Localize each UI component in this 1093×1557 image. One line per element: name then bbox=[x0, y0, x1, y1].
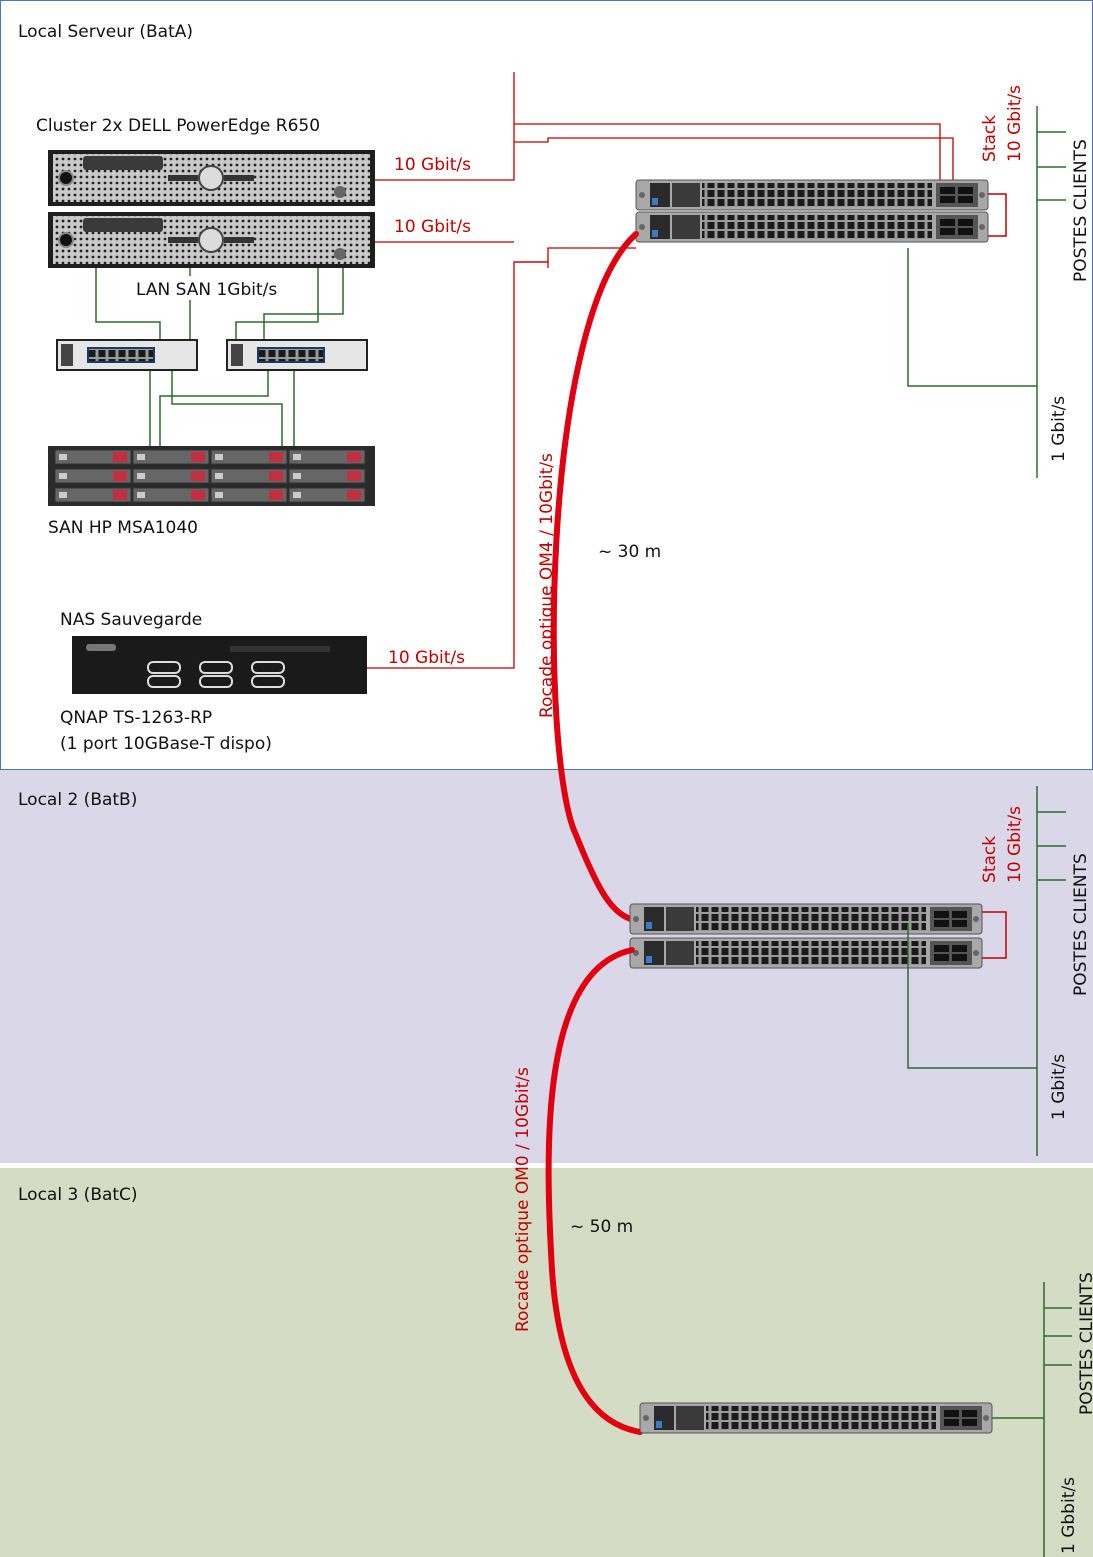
zone-label-bat-c: Local 3 (BatC) bbox=[18, 1185, 138, 1205]
stack-a-line1: Stack bbox=[980, 115, 1000, 162]
clients-c-speed: 1 Gbbit/s bbox=[1059, 1477, 1079, 1554]
nas-uplink bbox=[367, 261, 549, 669]
nas-title: NAS Sauvegarde bbox=[60, 610, 202, 630]
cluster-label: Cluster 2x DELL PowerEdge R650 bbox=[36, 116, 320, 136]
stack-a-line2: 10 Gbit/s bbox=[1005, 85, 1025, 162]
dist-ab-label: ~ 30 m bbox=[598, 542, 661, 562]
lan-san-label: LAN SAN 1Gbit/s bbox=[136, 280, 277, 300]
clients-b-links bbox=[907, 786, 1066, 1156]
san-enclosure bbox=[48, 446, 375, 506]
fiber-b-c bbox=[545, 947, 643, 1435]
clients-a-speed: 1 Gbit/s bbox=[1049, 396, 1069, 462]
stack-b-line2: 10 Gbit/s bbox=[1005, 806, 1025, 883]
nas-model: QNAP TS-1263-RP bbox=[60, 708, 212, 728]
stack-b-line1: Stack bbox=[980, 836, 1000, 883]
nas-to-switch bbox=[514, 247, 636, 263]
stack-link-b bbox=[982, 911, 1007, 959]
server-2 bbox=[47, 211, 376, 269]
nas-device bbox=[72, 636, 367, 694]
dist-bc-label: ~ 50 m bbox=[570, 1217, 633, 1237]
server-uplinks bbox=[375, 72, 954, 243]
lan-san-label-bg bbox=[130, 276, 300, 300]
nas-speed: 10 Gbit/s bbox=[388, 648, 465, 668]
switch-b-2 bbox=[629, 937, 983, 969]
san-label: SAN HP MSA1040 bbox=[48, 518, 198, 538]
fiber-ab-label: Rocade optique OM4 / 10Gbit/s bbox=[537, 453, 557, 718]
san-controller-1 bbox=[56, 339, 198, 371]
nas-note: (1 port 10GBase-T dispo) bbox=[60, 734, 272, 754]
stack-link-a bbox=[988, 193, 1007, 237]
switch-a-2 bbox=[635, 211, 989, 243]
clients-c-label: POSTES CLIENTS bbox=[1077, 1272, 1093, 1415]
server2-speed: 10 Gbit/s bbox=[394, 217, 471, 237]
lan-san-links bbox=[95, 268, 344, 448]
switch-c-1 bbox=[639, 1402, 993, 1434]
switch-a-1 bbox=[635, 179, 989, 211]
server-1 bbox=[47, 149, 376, 207]
fiber-a-b bbox=[550, 231, 639, 923]
clients-a-links bbox=[907, 106, 1066, 478]
fiber-bc-label: Rocade optique OM0 / 10Gbit/s bbox=[513, 1067, 533, 1332]
clients-b-speed: 1 Gbit/s bbox=[1049, 1054, 1069, 1120]
clients-b-label: POSTES CLIENTS bbox=[1071, 853, 1091, 996]
switch-b-1 bbox=[629, 903, 983, 935]
zone-label-bat-b: Local 2 (BatB) bbox=[18, 790, 138, 810]
san-controller-2 bbox=[226, 339, 368, 371]
server1-speed: 10 Gbit/s bbox=[394, 155, 471, 175]
clients-a-label: POSTES CLIENTS bbox=[1071, 139, 1091, 282]
zone-label-bat-a: Local Serveur (BatA) bbox=[18, 22, 194, 42]
zone-bat-c bbox=[0, 1168, 1093, 1557]
clients-c-links bbox=[992, 1282, 1072, 1557]
